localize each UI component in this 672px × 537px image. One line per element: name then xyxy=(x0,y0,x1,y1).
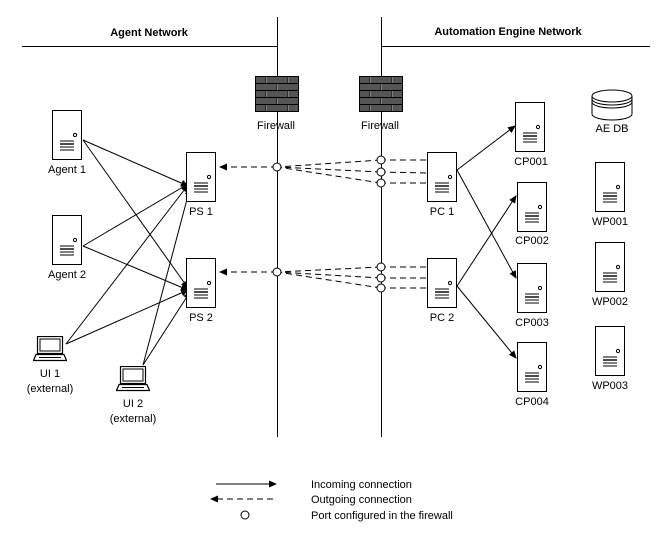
wp002-label: WP002 xyxy=(592,296,628,308)
edge-ui1-ps2 xyxy=(65,289,189,345)
edge-agent2-ps1 xyxy=(82,183,189,247)
legend-port-swatch xyxy=(240,510,250,520)
port-right-pc2-c xyxy=(376,283,386,293)
agent-side-connections xyxy=(65,139,192,366)
ui1-sublabel: (external) xyxy=(27,383,73,395)
cp001-server-icon xyxy=(515,102,545,152)
left-firewall-label: Firewall xyxy=(257,120,295,132)
agent1-label: Agent 1 xyxy=(48,164,86,176)
cp-connections xyxy=(456,125,517,359)
edge-pc2-port-fan-b xyxy=(276,271,382,279)
wp002-server-icon xyxy=(595,242,625,292)
edge-pc1-port-fan-b xyxy=(276,166,382,173)
edge-pc2-port-fan-c xyxy=(276,271,382,289)
port-right-pc2-a xyxy=(376,262,386,272)
edge-agent1-ps1 xyxy=(82,139,189,187)
edge-pc1-cp003 xyxy=(456,169,517,279)
cp002-label: CP002 xyxy=(515,235,549,247)
wp003-label: WP003 xyxy=(592,380,628,392)
port-right-pc1-c xyxy=(376,178,386,188)
edge-agent1-ps2 xyxy=(82,139,189,289)
ui1-label: UI 1 xyxy=(40,368,60,380)
legend-outgoing-label: Outgoing connection xyxy=(311,494,412,506)
left-firewall-icon xyxy=(255,76,299,112)
wp001-label: WP001 xyxy=(592,216,628,228)
pc1-server-icon xyxy=(427,152,457,202)
wp001-server-icon xyxy=(595,162,625,212)
ui2-laptop-icon xyxy=(116,366,150,392)
edge-pc2-cp004 xyxy=(456,285,517,359)
edge-pc1-port-fan-c xyxy=(276,166,382,184)
port-left-ps2 xyxy=(272,267,282,277)
pc2-label: PC 2 xyxy=(430,312,454,324)
ae-db-label: AE DB xyxy=(595,123,628,135)
edge-ui2-ps2 xyxy=(142,291,191,366)
pc1-label: PC 1 xyxy=(430,206,454,218)
legend-incoming-label: Incoming connection xyxy=(311,479,412,491)
ui2-label: UI 2 xyxy=(123,398,143,410)
edge-pc1-ps1-b xyxy=(380,171,427,174)
edge-pc1-cp001 xyxy=(456,125,516,171)
outgoing-connections xyxy=(219,159,427,289)
ps1-server-icon xyxy=(186,152,216,202)
edge-agent2-ps2 xyxy=(82,245,189,291)
edge-pc2-port-fan-a xyxy=(276,266,382,273)
cp003-server-icon xyxy=(517,263,547,313)
port-right-pc1-b xyxy=(376,167,386,177)
wp003-server-icon xyxy=(595,326,625,376)
agent2-label: Agent 2 xyxy=(48,269,86,281)
agent-network-header: Agent Network xyxy=(110,27,189,39)
edge-ui1-ps1 xyxy=(65,184,189,345)
cp001-label: CP001 xyxy=(514,156,548,168)
edge-ui2-ps1 xyxy=(142,187,192,366)
edge-pc1-port-fan-a xyxy=(276,159,382,168)
ae-network-header: Automation Engine Network xyxy=(434,26,582,38)
cp004-label: CP004 xyxy=(515,396,549,408)
right-firewall-label: Firewall xyxy=(361,120,399,132)
ui2-sublabel: (external) xyxy=(110,413,156,425)
ps2-label: PS 2 xyxy=(189,312,213,324)
agent1-server-icon xyxy=(52,110,82,160)
ps1-label: PS 1 xyxy=(189,206,213,218)
port-right-pc1-a xyxy=(376,155,386,165)
ae-db-icon xyxy=(591,89,633,121)
edge-pc2-cp002 xyxy=(456,195,517,287)
right-firewall-icon xyxy=(359,76,403,112)
port-left-ps1 xyxy=(272,162,282,172)
firewall-ports xyxy=(272,155,386,293)
port-right-pc2-b xyxy=(376,273,386,283)
agent2-server-icon xyxy=(52,215,82,265)
legend-port-label: Port configured in the firewall xyxy=(311,510,453,522)
legend: Incoming connection Outgoing connection … xyxy=(210,479,453,522)
cp003-label: CP003 xyxy=(515,317,549,329)
ps2-server-icon xyxy=(186,258,216,308)
cp002-server-icon xyxy=(517,182,547,232)
ui1-laptop-icon xyxy=(33,336,67,362)
pc2-server-icon xyxy=(427,258,457,308)
cp004-server-icon xyxy=(517,342,547,392)
